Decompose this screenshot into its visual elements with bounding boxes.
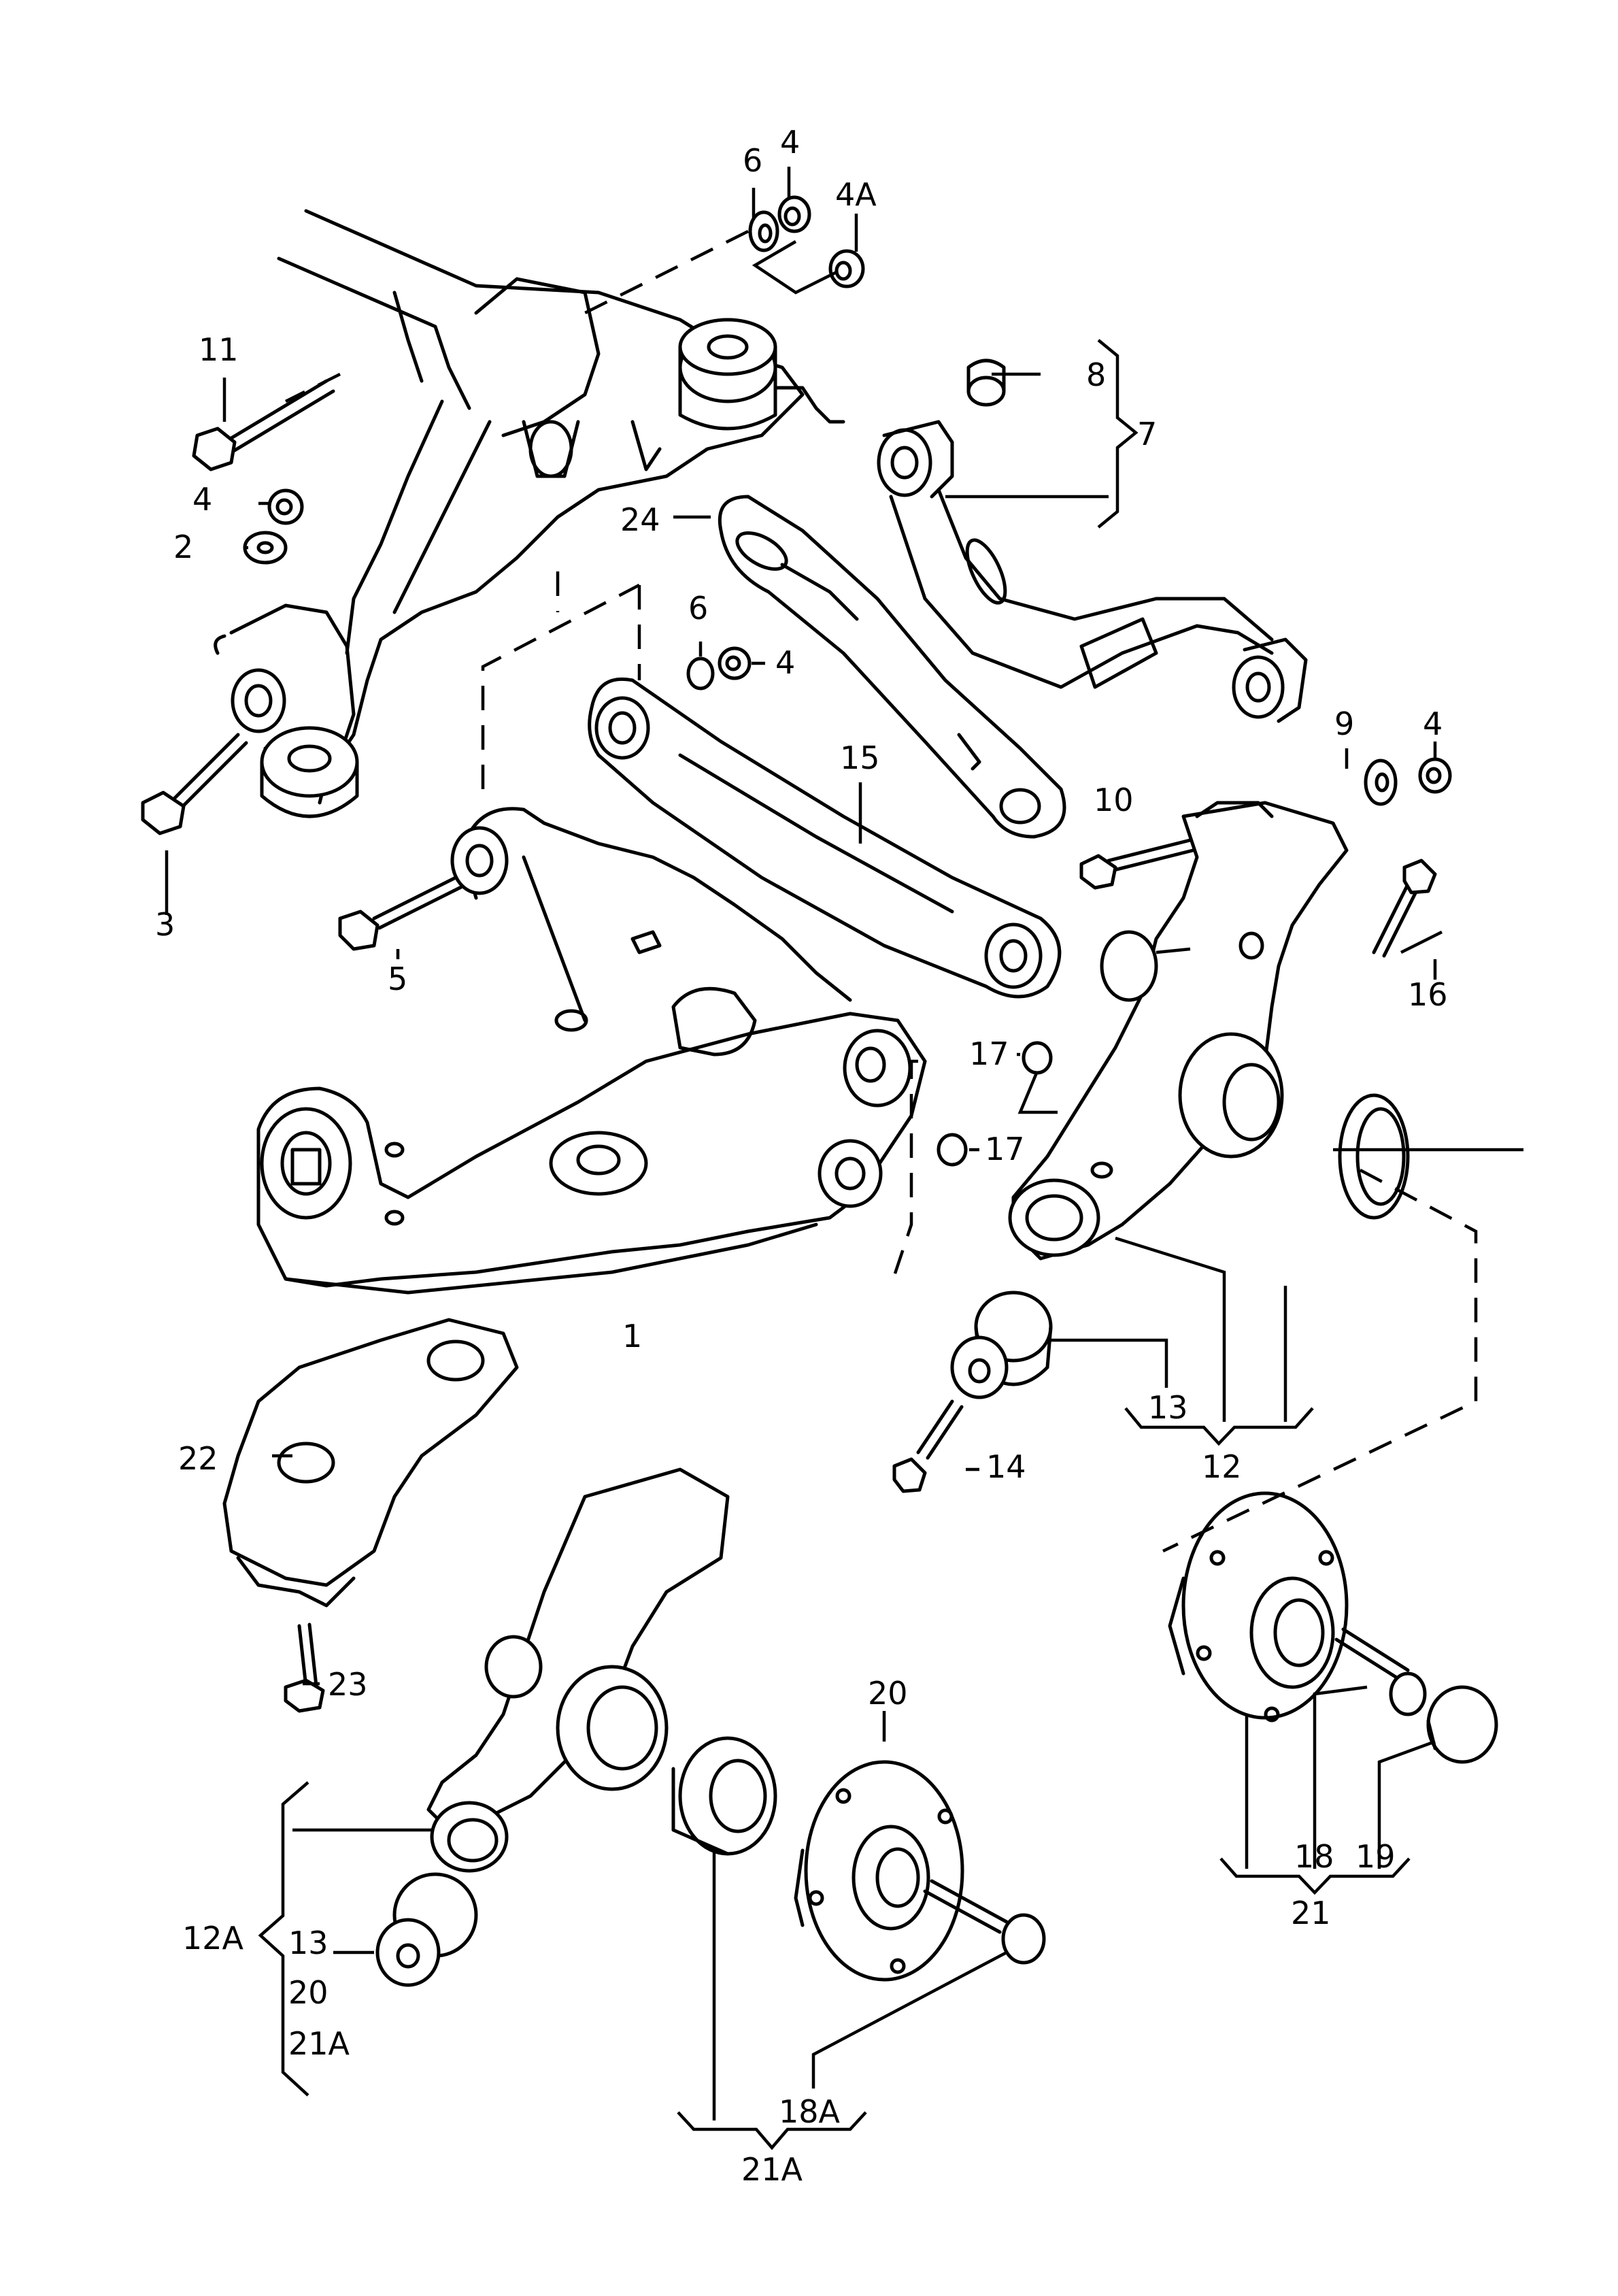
callout-13: 13 <box>1148 1389 1188 1426</box>
callouts: 6 4 4A 11 8 7 4 2 24 6 4 15 9 4 10 3 5 1… <box>155 124 1448 2188</box>
wheel-bearing-housing-lower <box>426 1467 730 1873</box>
callout-4A: 4A <box>835 176 877 213</box>
bolt-18A <box>923 1879 1046 1965</box>
callout-1: 1 <box>622 1318 642 1354</box>
bushing-8 <box>966 359 1006 407</box>
wheel-hub <box>1168 1491 1349 1723</box>
callout-5: 5 <box>388 961 407 997</box>
hub-cap-19 <box>1426 1685 1498 1764</box>
wheel-bearing <box>671 1736 777 1856</box>
bushing-13 <box>950 1291 1053 1399</box>
heat-shield <box>222 1318 519 1608</box>
callout-21A: 21A <box>741 2151 803 2188</box>
bracket-7 <box>1097 339 1139 529</box>
callout-2: 2 <box>173 529 193 565</box>
callout-14: 14 <box>986 1448 1026 1485</box>
callout-16: 16 <box>1408 976 1448 1013</box>
callout-9: 9 <box>1334 705 1354 742</box>
callout-12: 12 <box>1202 1448 1242 1485</box>
callout-3: 3 <box>155 906 175 943</box>
link-24 <box>718 495 1066 839</box>
callout-6: 6 <box>743 142 762 179</box>
callout-20: 20 <box>868 1675 908 1712</box>
callout-4: 4 <box>1423 705 1443 742</box>
bushing-13-lower <box>375 1872 478 1987</box>
transverse-link-15 <box>588 677 1062 999</box>
callout-7: 7 <box>1137 416 1157 452</box>
wheel-bearing-housing <box>1008 801 1349 1261</box>
callout-21A: 21A <box>288 2025 350 2062</box>
callout-23: 23 <box>328 1666 368 1703</box>
bracket-21A <box>677 2111 867 2150</box>
callout-4: 4 <box>192 481 212 518</box>
fasteners <box>141 195 1452 1713</box>
callout-4: 4 <box>780 124 800 161</box>
wheel-hub-lower <box>794 1760 964 1982</box>
callout-18: 18 <box>1294 1838 1334 1875</box>
bracket-12 <box>1124 1407 1314 1446</box>
callout-22: 22 <box>178 1440 218 1477</box>
callout-20: 20 <box>288 1974 328 2011</box>
callout-4: 4 <box>775 644 795 681</box>
callout-17: 17 <box>969 1035 1009 1072</box>
callout-21: 21 <box>1291 1895 1331 1931</box>
bracket-12A <box>258 1781 309 2097</box>
leader-lines <box>165 167 1523 2120</box>
callout-15: 15 <box>840 739 880 776</box>
bolt-18 <box>1334 1627 1427 1716</box>
callout-24: 24 <box>620 501 660 538</box>
bracket-21 <box>1219 1857 1411 1895</box>
callout-10: 10 <box>1094 782 1134 818</box>
upper-control-arm <box>877 420 1308 723</box>
callout-13: 13 <box>288 1925 328 1961</box>
subframe-bushing <box>214 603 359 818</box>
callout-8: 8 <box>1086 356 1106 393</box>
callout-12A: 12A <box>182 1920 244 1957</box>
lower-control-arm <box>256 807 927 1295</box>
assembly-lines <box>284 229 1478 1553</box>
callout-19: 19 <box>1355 1838 1396 1875</box>
callout-17: 17 <box>985 1131 1025 1167</box>
callout-18A: 18A <box>779 2093 841 2130</box>
seal-ring <box>1338 1093 1410 1220</box>
callout-6: 6 <box>688 590 708 627</box>
brackets <box>258 339 1411 2150</box>
subframe <box>277 209 845 805</box>
callout-11: 11 <box>199 331 239 368</box>
